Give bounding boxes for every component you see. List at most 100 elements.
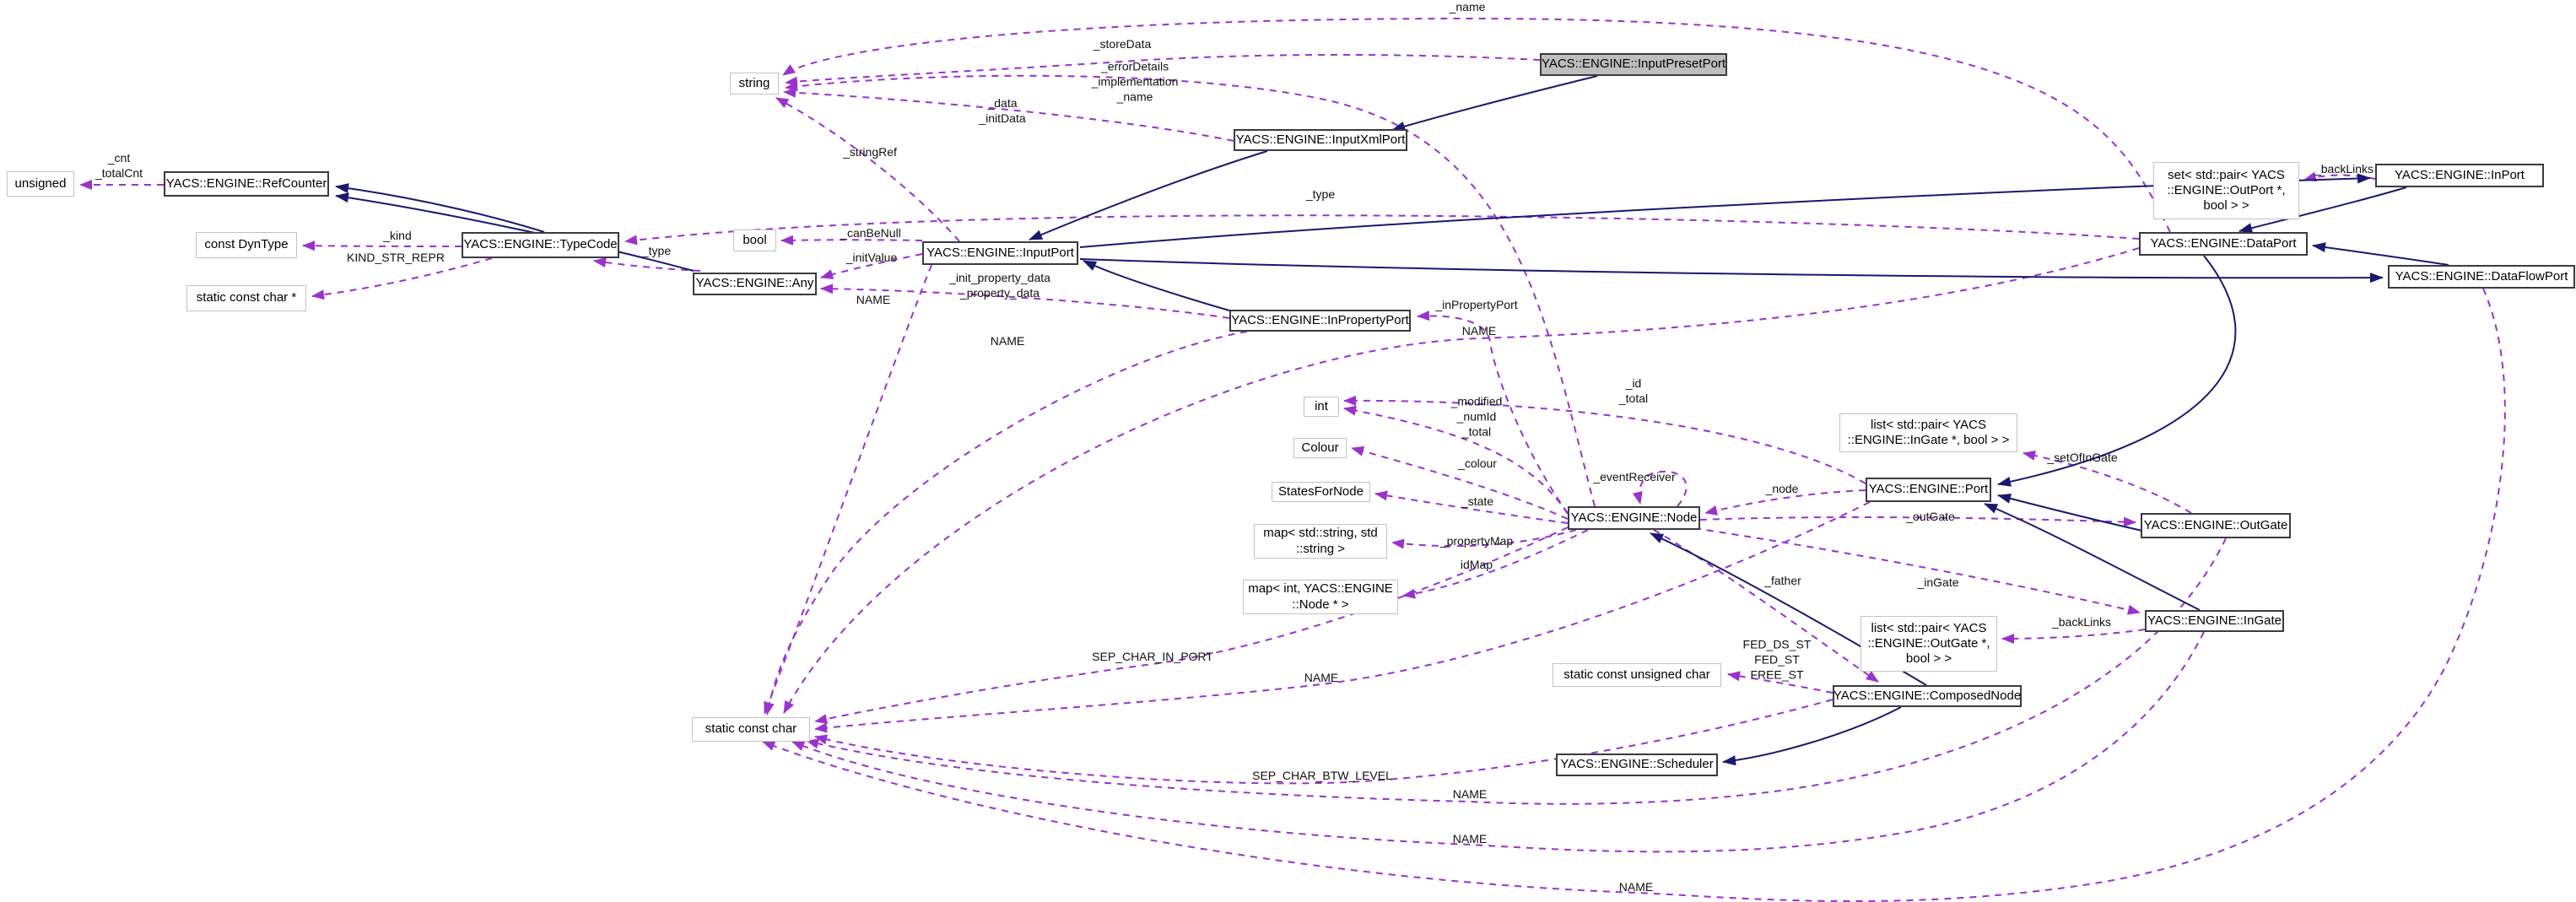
type-node-colour: Colour	[1293, 438, 1347, 458]
edge-inherit-dataport-to-port	[1997, 255, 2237, 487]
type-node-mapstringstring: map< std::string, std ::string >	[1254, 524, 1387, 559]
edge-label-port-to-staticconstchar: NAME	[1304, 670, 1339, 684]
type-node-unsigned: unsigned	[7, 171, 74, 197]
edge-usage-port-to-staticconstchar	[814, 501, 1871, 733]
edge-inherit-inputxmlport-to-inputport	[1029, 150, 1268, 240]
edge-usage-node-to-ingate	[1693, 527, 2141, 615]
edge-label-composednode-to-staticconstuchar: FED_DS_ST FED_ST FREE_ST	[1742, 637, 1812, 683]
edge-usage-inpropertyport-to-any	[820, 284, 1230, 319]
edge-usage-ingate-to-staticconstchar	[791, 631, 2205, 853]
class-node-node[interactable]: YACS::ENGINE::Node	[1568, 506, 1700, 530]
edge-usage-node-to-staticconstchar	[814, 527, 1569, 724]
edge-label-node-to-colour: _colour	[1458, 456, 1497, 470]
edge-label-inputpresetport-to-string: _storeData	[1093, 36, 1152, 51]
type-node-staticconstchar: static const char	[692, 717, 810, 742]
edge-usage-inpropertyport-to-staticconstchar	[764, 331, 1248, 716]
edge-label-inputport-to-staticconstchar: NAME	[856, 292, 891, 306]
class-node-any[interactable]: YACS::ENGINE::Any	[693, 273, 817, 295]
class-node-outgate[interactable]: YACS::ENGINE::OutGate	[2141, 513, 2291, 538]
edge-label-node-to-node: _eventReceiver	[1593, 469, 1676, 483]
type-node-listpairingate: list< std::pair< YACS ::ENGINE::InGate *…	[1839, 413, 2017, 452]
type-node-listpairoutgate: list< std::pair< YACS ::ENGINE::OutGate …	[1860, 616, 1997, 672]
edge-inherit-composednode-to-scheduler	[1722, 706, 1902, 766]
edge-label-node-to-ingate: _inGate	[1917, 575, 1959, 589]
type-node-staticconstcharptr: static const char *	[186, 285, 306, 311]
edge-inherit-dataflowport-to-dataport	[2312, 242, 2449, 266]
type-node-string: string	[730, 73, 779, 95]
edge-usage-dataport-to-typecode	[624, 214, 2140, 246]
class-node-port[interactable]: YACS::ENGINE::Port	[1866, 478, 1991, 502]
edge-label-ingate-to-staticconstchar: NAME	[1452, 831, 1488, 845]
edge-inherit-inpropertyport-to-inputport	[1083, 260, 1230, 311]
edge-label-node-to-staticconstchar: SEP_CHAR_IN_PORT	[1092, 649, 1213, 663]
type-node-staticconstuchar: static const unsigned char	[1553, 663, 1721, 687]
edge-usage-node-to-int	[1343, 405, 1569, 515]
class-node-dataflowport[interactable]: YACS::ENGINE::DataFlowPort	[2388, 265, 2575, 289]
class-node-inputport[interactable]: YACS::ENGINE::InputPort	[922, 241, 1078, 265]
edge-usage-composednode-to-staticconstchar	[814, 699, 1833, 785]
edge-usage-outgate-to-staticconstchar	[806, 537, 2227, 805]
edge-usage-node-to-composednode	[1653, 529, 1879, 683]
edge-usage-inputport-to-staticconstchar	[764, 264, 932, 715]
edge-label-dataflowport-to-staticconstchar: NAME	[1618, 879, 1654, 894]
edge-label-dataport-to-typecode: _type	[1305, 186, 1336, 201]
edge-label-node-to-outgate: _outGate	[1906, 509, 1955, 523]
edge-usage-node-to-colour	[1351, 446, 1569, 520]
edge-label-node-to-int: _modified _numId _total	[1450, 394, 1503, 440]
edge-usage-node-to-node	[1632, 470, 1688, 507]
edge-inherit-outgate-to-port	[1997, 493, 2143, 532]
type-node-bool: bool	[733, 230, 776, 251]
edge-inherit-any-to-refcounter	[335, 192, 694, 272]
edge-label-node-to-composednode: _father	[1764, 573, 1801, 587]
edge-inherit-typecode-to-refcounter	[335, 183, 545, 233]
edge-label-node-to-statesfornode: _state	[1461, 494, 1494, 508]
edge-label-inputport-to-bool: _canBeNull	[840, 225, 901, 240]
type-node-dyntype: const DynType	[196, 232, 297, 258]
class-node-scheduler[interactable]: YACS::ENGINE::Scheduler	[1556, 753, 1718, 776]
edge-inherit-inputpresetport-to-inputxmlport	[1391, 75, 1598, 132]
edge-label-dataport-to-staticconstchar: NAME	[1461, 323, 1497, 338]
class-node-dataport[interactable]: YACS::ENGINE::DataPort	[2139, 232, 2308, 256]
edge-usage-dataflowport-to-staticconstchar	[762, 288, 2506, 902]
class-node-ingate[interactable]: YACS::ENGINE::InGate	[2145, 610, 2284, 632]
edge-label-inport-to-setpairoutport: _backLinks	[2314, 161, 2374, 176]
class-node-inputxmlport[interactable]: YACS::ENGINE::InputXmlPort	[1234, 129, 1407, 151]
edge-usage-outgate-to-listpairingate	[2022, 450, 2192, 514]
edge-inherit-inport-to-dataport	[2238, 186, 2407, 234]
edge-usage-dataport-to-string	[782, 17, 2171, 233]
edge-usage-typecode-to-staticconstcharptr	[311, 257, 493, 300]
edge-usage-ingate-to-listpairoutgate	[2001, 629, 2146, 644]
class-node-inpropertyport[interactable]: YACS::ENGINE::InPropertyPort	[1229, 310, 1411, 332]
edge-usage-inputpresetport-to-string	[785, 53, 1541, 87]
edge-label-ingate-to-listpairoutgate: _backLinks	[2051, 614, 2112, 629]
edge-label-outgate-to-listpairingate: _setOfInGate	[2047, 450, 2118, 464]
edge-label-dataport-to-string: _name	[1449, 0, 1486, 14]
class-node-inputpresetport[interactable]: YACS::ENGINE::InputPresetPort	[1540, 53, 1727, 76]
class-node-inport[interactable]: YACS::ENGINE::InPort	[2375, 164, 2544, 187]
edge-label-inputport-to-any: _initValue	[845, 250, 898, 264]
class-node-typecode[interactable]: YACS::ENGINE::TypeCode	[462, 232, 619, 258]
edge-label-typecode-to-staticconstcharptr: KIND_STR_REPR	[347, 250, 445, 264]
edge-usage-composednode-to-staticconstuchar	[1727, 671, 1833, 694]
edge-label-node-to-inpropertyport: _inPropertyPort	[1435, 297, 1518, 311]
edge-label-node-to-string: _errorDetails _implementation _name	[1091, 59, 1179, 105]
edge-label-inputxmlport-to-string: _data _initData	[979, 95, 1026, 125]
edge-usage-inport-to-setpairoutport	[2303, 171, 2376, 182]
edge-usage-any-to-typecode	[593, 257, 701, 272]
edge-inherit-ingate-to-port	[1984, 503, 2201, 611]
edge-usage-node-to-string	[785, 74, 1596, 507]
edge-usage-port-to-int	[1343, 395, 1866, 484]
edge-usage-node-to-inpropertyport	[1417, 311, 1569, 514]
edge-label-inpropertyport-to-staticconstchar: NAME	[990, 333, 1025, 348]
edge-label-node-to-mapintnode: idMap	[1460, 557, 1493, 571]
edge-usage-node-to-outgate	[1699, 516, 2136, 527]
edge-inherit-inputport-to-dataflowport	[1079, 258, 2384, 284]
edge-label-inputport-to-string: _stringRef	[843, 144, 897, 159]
type-node-int: int	[1304, 397, 1339, 417]
type-node-setpairoutport: set< std::pair< YACS ::ENGINE::OutPort *…	[2153, 162, 2299, 219]
class-node-composednode[interactable]: YACS::ENGINE::ComposedNode	[1833, 685, 2022, 707]
edge-usage-node-to-statesfornode	[1374, 490, 1569, 524]
class-node-refcounter[interactable]: YACS::ENGINE::RefCounter	[164, 171, 329, 197]
